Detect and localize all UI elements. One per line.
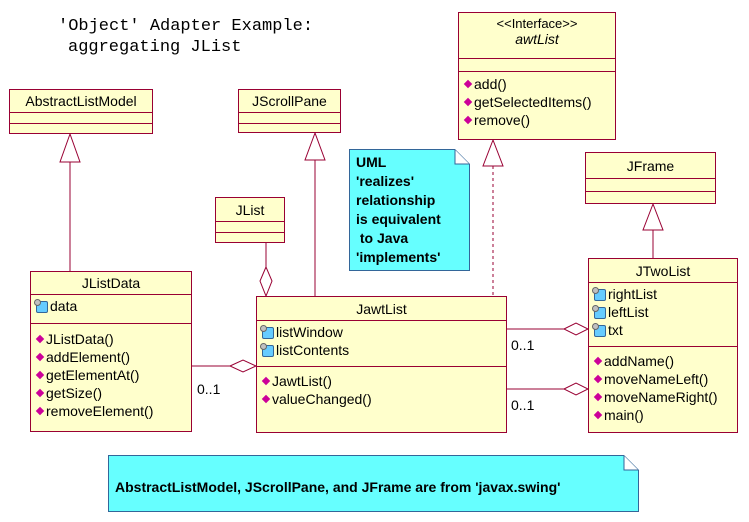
operation-item: moveNameRight() [593, 388, 737, 406]
note-corner-fold [454, 149, 470, 165]
diagram-title-line2: aggregating JList [68, 38, 242, 57]
multiplicity-jlistdata-jawtlist: 0..1 [197, 381, 221, 397]
note-corner-fold [623, 455, 639, 471]
class-name: JFrame [586, 153, 715, 179]
operation-icon [261, 377, 271, 386]
operation-icon [593, 393, 603, 402]
note-swing: AbstractListModel, JScrollPane, and JFra… [108, 455, 639, 512]
interface-operations: add() getSelectedItems() remove() [459, 72, 615, 131]
attribute-icon [260, 325, 274, 340]
interface-awtlist: <<Interface>> awtList add() getSelectedI… [458, 12, 616, 140]
operation-item: removeElement() [35, 402, 191, 420]
operation-icon [593, 357, 603, 366]
attribute-icon [592, 305, 606, 320]
generalization-arrow-jframe [642, 202, 664, 231]
operation-item: JListData() [35, 330, 191, 348]
operation-item: addName() [593, 352, 737, 370]
operation-icon [593, 375, 603, 384]
class-operations: JawtList() valueChanged() [257, 367, 506, 410]
attribute-icon [592, 287, 606, 302]
attribute-item: txt [592, 321, 737, 339]
operation-item: getSize() [35, 384, 191, 402]
multiplicity-jawtlist-jtwolist-top: 0..1 [511, 337, 535, 353]
aggregation-diamond-jawtlist-left [228, 359, 258, 373]
class-name: JList [216, 198, 284, 222]
class-operations: addName() moveNameLeft() moveNameRight()… [589, 347, 737, 426]
class-attributes-empty [10, 113, 152, 124]
attribute-item: data [34, 297, 191, 315]
class-jlist: JList [215, 197, 285, 243]
class-attributes-empty [239, 113, 340, 124]
class-jlistdata: JListData data JListData() addElement() … [30, 271, 192, 432]
operation-icon [463, 98, 473, 107]
attribute-icon [592, 323, 606, 338]
generalization-arrow-abstractlistmodel [59, 132, 81, 163]
class-attributes-empty [216, 222, 284, 233]
class-name: JTwoList [589, 259, 737, 283]
class-attributes: listWindow listContents [257, 321, 506, 367]
operation-icon [463, 116, 473, 125]
generalization-arrow-jscrollpane [304, 131, 326, 161]
note-swing-text: AbstractListModel, JScrollPane, and JFra… [115, 479, 561, 495]
operation-item: remove() [463, 111, 615, 129]
realization-arrow-awtlist [482, 138, 504, 167]
aggregation-diamond-jawtlist-top [259, 265, 273, 298]
attribute-item: leftList [592, 303, 737, 321]
diagram-title-line1: 'Object' Adapter Example: [58, 17, 314, 36]
class-name: JScrollPane [239, 90, 340, 113]
class-abstractlistmodel: AbstractListModel [9, 89, 153, 134]
operation-item: main() [593, 406, 737, 424]
class-name: JListData [31, 272, 191, 295]
interface-stereotype: <<Interface>> [496, 16, 578, 31]
class-operations: JListData() addElement() getElementAt() … [31, 324, 191, 422]
interface-header: <<Interface>> awtList [459, 13, 615, 59]
class-jawtlist: JawtList listWindow listContents JawtLis… [256, 296, 507, 433]
operation-icon [35, 371, 45, 380]
attribute-item: listWindow [260, 323, 506, 341]
attribute-item: listContents [260, 341, 506, 359]
class-jtwolist: JTwoList rightList leftList txt addName(… [588, 258, 738, 433]
operation-icon [261, 395, 271, 404]
operation-item: addElement() [35, 348, 191, 366]
class-attributes: rightList leftList txt [589, 283, 737, 347]
class-attributes-empty [586, 179, 715, 192]
aggregation-diamond-jtwolist-bottom [562, 382, 590, 396]
operation-item: moveNameLeft() [593, 370, 737, 388]
operation-icon [35, 335, 45, 344]
operation-icon [463, 80, 473, 89]
operation-item: JawtList() [261, 372, 506, 390]
interface-attributes-empty [459, 59, 615, 72]
multiplicity-jawtlist-jtwolist-bottom: 0..1 [511, 397, 535, 413]
aggregation-diamond-jtwolist-top [562, 322, 590, 336]
interface-name: awtList [515, 31, 559, 47]
class-name: JawtList [257, 297, 506, 321]
class-attributes: data [31, 295, 191, 324]
class-jscrollpane: JScrollPane [238, 89, 341, 133]
operation-item: getSelectedItems() [463, 93, 615, 111]
operation-icon [593, 411, 603, 420]
operation-item: add() [463, 75, 615, 93]
operation-item: getElementAt() [35, 366, 191, 384]
class-jframe: JFrame [585, 152, 716, 204]
operation-item: valueChanged() [261, 390, 506, 408]
attribute-icon [260, 343, 274, 358]
operation-icon [35, 407, 45, 416]
attribute-icon [34, 299, 48, 314]
note-realizes-text: UML 'realizes' relationship is equivalen… [356, 154, 441, 265]
note-realizes: UML 'realizes' relationship is equivalen… [349, 149, 470, 271]
operation-icon [35, 353, 45, 362]
operation-icon [35, 389, 45, 398]
class-name: AbstractListModel [10, 90, 152, 113]
attribute-item: rightList [592, 285, 737, 303]
